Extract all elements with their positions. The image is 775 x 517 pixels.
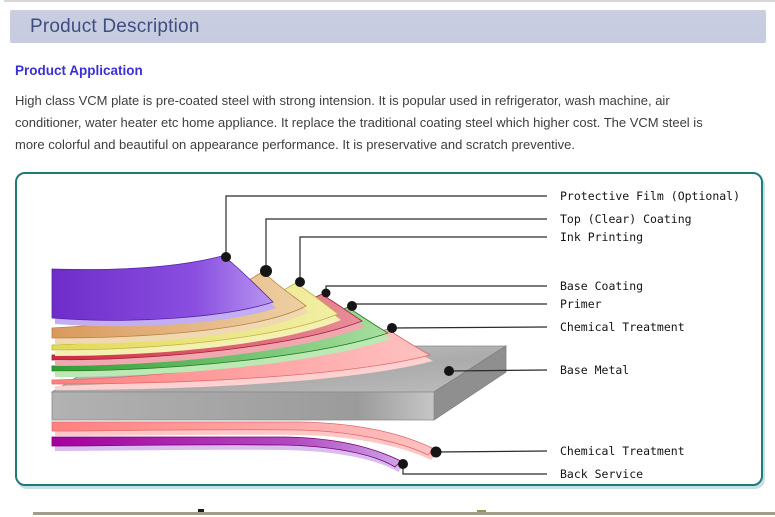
- product-application-heading: Product Application: [15, 63, 143, 78]
- bottom-divider: [33, 512, 775, 515]
- page-title: Product Description: [30, 15, 200, 37]
- paragraph-line: conditioner, water heater etc home appli…: [15, 115, 703, 130]
- product-description-header: Product Description: [10, 10, 766, 43]
- paragraph-line: High class VCM plate is pre-coated steel…: [15, 93, 670, 108]
- bottom-mark-green: [477, 510, 486, 512]
- product-application-paragraph: High class VCM plate is pre-coated steel…: [15, 90, 703, 156]
- bottom-mark-dark: [198, 509, 204, 512]
- vcm-layer-diagram-frame: [15, 172, 763, 486]
- paragraph-line: more colorful and beautiful on appearanc…: [15, 137, 576, 152]
- top-divider: [4, 0, 775, 2]
